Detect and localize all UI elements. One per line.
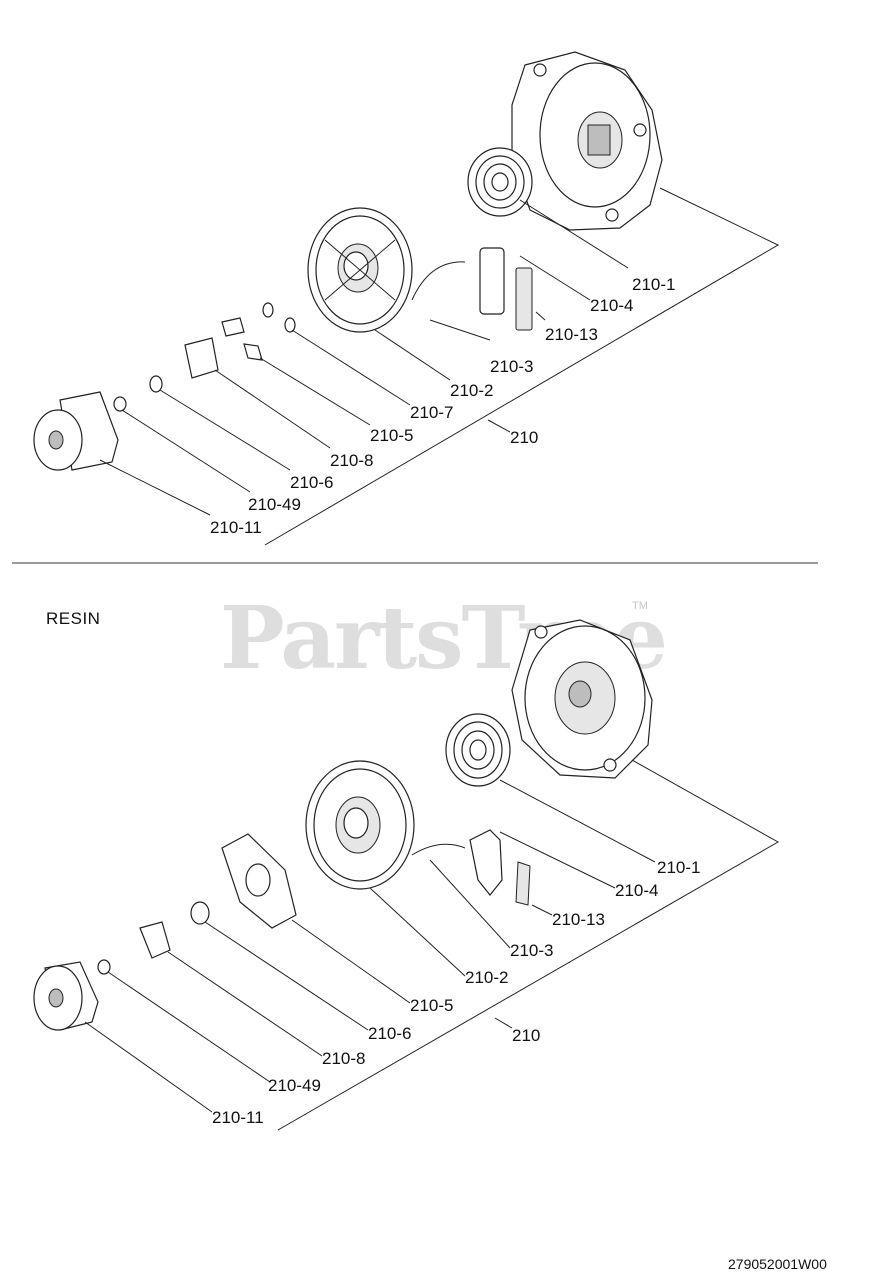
top-pulley-part <box>33 391 119 471</box>
top-callout-210-1: 210-1 <box>632 275 675 294</box>
top-diagram: 210-1 210-4 210-13 210-3 210-2 210 210-7… <box>33 51 780 546</box>
trademark-mark: TM <box>632 600 648 612</box>
bottom-small-parts <box>97 901 210 975</box>
bottom-callout-210-3: 210-3 <box>510 941 553 960</box>
bottom-diagram: 210-1 210-4 210-13 210-3 210-2 210 210-5… <box>33 619 780 1131</box>
bottom-callout-210-49: 210-49 <box>268 1076 321 1095</box>
bottom-callout-210-5: 210-5 <box>410 996 453 1015</box>
bottom-handle-part <box>411 829 531 906</box>
top-handle-part <box>411 247 533 331</box>
bottom-pulley-part <box>33 961 99 1031</box>
top-small-parts <box>113 302 296 412</box>
top-housing-part <box>511 51 663 231</box>
bottom-leader-lines <box>84 759 780 1131</box>
diagram-code: 279052001W00 <box>728 1256 827 1272</box>
top-callout-210-8: 210-8 <box>330 451 373 470</box>
top-callout-210-3: 210-3 <box>490 357 533 376</box>
bottom-housing-part <box>511 619 653 779</box>
top-spring-part <box>467 147 533 217</box>
bottom-callout-210-6: 210-6 <box>368 1024 411 1043</box>
bottom-callout-210-4: 210-4 <box>615 881 658 900</box>
bottom-spring-part <box>445 713 511 787</box>
bottom-callout-210-11: 210-11 <box>212 1108 264 1127</box>
top-callout-210-13: 210-13 <box>545 325 598 344</box>
bottom-reel-part <box>305 760 415 890</box>
bottom-callout-210-13: 210-13 <box>552 910 605 929</box>
top-callout-210-5: 210-5 <box>370 426 413 445</box>
bottom-callout-210-8: 210-8 <box>322 1049 365 1068</box>
top-callout-210-11: 210-11 <box>210 518 262 537</box>
bottom-callout-210-1: 210-1 <box>657 858 700 877</box>
top-callout-210-7: 210-7 <box>410 403 453 422</box>
top-leader-lines <box>99 187 780 546</box>
top-callout-210-6: 210-6 <box>290 473 333 492</box>
top-callout-210-49: 210-49 <box>248 495 301 514</box>
top-callout-210: 210 <box>510 428 538 447</box>
top-callout-210-2: 210-2 <box>450 381 493 400</box>
bottom-callout-210: 210 <box>512 1026 540 1045</box>
bottom-callout-210-2: 210-2 <box>465 968 508 987</box>
top-callout-210-4: 210-4 <box>590 296 633 315</box>
resin-section-label: RESIN <box>46 609 101 628</box>
bottom-ratchet-part <box>221 833 297 929</box>
top-reel-part <box>307 207 413 333</box>
